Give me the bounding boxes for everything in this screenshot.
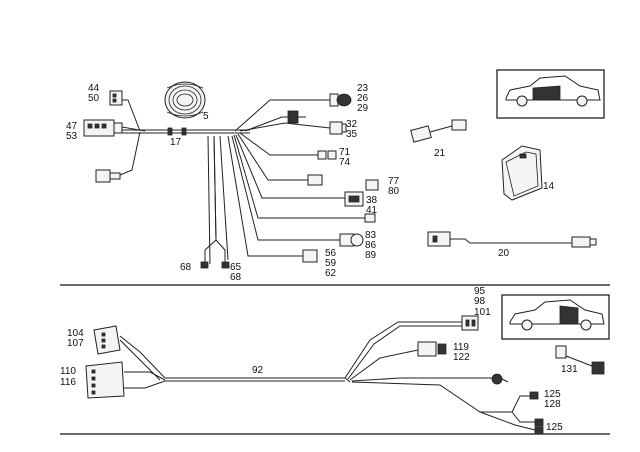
connector-part-21 <box>410 119 467 143</box>
connector-part-71-74 <box>317 150 337 160</box>
connector-part-119-122 <box>417 341 447 357</box>
callout-26: 26 <box>357 93 369 104</box>
connector-part-44-50 <box>109 90 123 106</box>
vehicle-inset-top <box>496 69 605 119</box>
callout-20: 20 <box>498 248 510 259</box>
callout-53: 53 <box>66 131 78 142</box>
callout-50: 50 <box>88 93 100 104</box>
control-module-part-14 <box>501 145 543 201</box>
callout-86: 86 <box>365 240 377 251</box>
cable-part-20 <box>427 231 597 248</box>
callout-14: 14 <box>543 181 555 192</box>
connector-part-77-80 <box>307 174 379 191</box>
callout-125-lower: 125 <box>546 422 563 433</box>
callout-56: 56 <box>325 248 337 259</box>
connector-part-104-107 <box>93 325 121 355</box>
callout-35: 35 <box>346 129 358 140</box>
callout-116: 116 <box>60 377 76 388</box>
callout-21: 21 <box>434 148 446 159</box>
connector-part-small-218 <box>364 213 376 223</box>
connector-part-round <box>491 373 509 385</box>
callout-29: 29 <box>357 103 369 114</box>
callout-92: 92 <box>252 365 264 376</box>
callout-41: 41 <box>366 205 378 216</box>
callout-71: 71 <box>339 147 351 158</box>
connector-part-131 <box>555 345 605 375</box>
connector-part-65-68 <box>200 261 230 269</box>
connector-part-small-left <box>95 169 121 183</box>
callout-59: 59 <box>325 258 337 269</box>
connector-part-clip <box>287 110 306 124</box>
front-harness-section: 44 50 5 47 53 17 23 26 29 32 35 71 74 77… <box>66 69 605 283</box>
callout-80: 80 <box>388 186 400 197</box>
callout-74: 74 <box>339 157 351 168</box>
callout-110: 110 <box>60 366 76 377</box>
connector-part-110-116 <box>85 361 125 399</box>
callout-23: 23 <box>357 83 369 94</box>
callout-32: 32 <box>346 119 358 130</box>
connector-part-56-59-62 <box>302 249 318 263</box>
callout-38: 38 <box>366 195 378 206</box>
connector-part-23-26-29 <box>329 93 352 107</box>
callout-119: 119 <box>453 342 469 353</box>
callout-68-right: 68 <box>230 272 242 283</box>
callout-95: 95 <box>474 286 486 297</box>
connector-part-95-98-101 <box>461 315 479 331</box>
tape-mark <box>167 127 173 136</box>
vehicle-inset-bottom <box>501 294 610 340</box>
grommet-part-5 <box>164 81 206 119</box>
connector-part-32-35 <box>329 121 347 135</box>
callout-5: 5 <box>203 111 209 122</box>
callout-89: 89 <box>365 250 377 261</box>
connector-part-38-41 <box>344 191 364 207</box>
callout-125-upper: 125 <box>544 389 561 400</box>
callout-77: 77 <box>388 176 400 187</box>
callout-131: 131 <box>561 364 578 375</box>
connector-part-47-53 <box>83 119 123 137</box>
callout-107: 107 <box>67 338 84 349</box>
callout-62: 62 <box>325 268 337 279</box>
callout-104: 104 <box>67 328 84 339</box>
callout-98: 98 <box>474 296 486 307</box>
callout-122: 122 <box>453 352 470 363</box>
callout-68-left: 68 <box>180 262 192 273</box>
connector-part-83-86-89 <box>339 233 364 247</box>
callout-65: 65 <box>230 262 242 273</box>
callout-83: 83 <box>365 230 377 241</box>
callout-128: 128 <box>544 399 561 410</box>
tape-mark <box>181 127 187 136</box>
rear-harness-section: 95 98 101 104 107 119 122 110 116 92 131… <box>60 286 610 435</box>
callout-44: 44 <box>88 83 100 94</box>
callout-17: 17 <box>170 137 182 148</box>
connector-part-125-128 <box>529 391 544 435</box>
callout-101: 101 <box>474 307 491 318</box>
callout-47: 47 <box>66 121 78 132</box>
